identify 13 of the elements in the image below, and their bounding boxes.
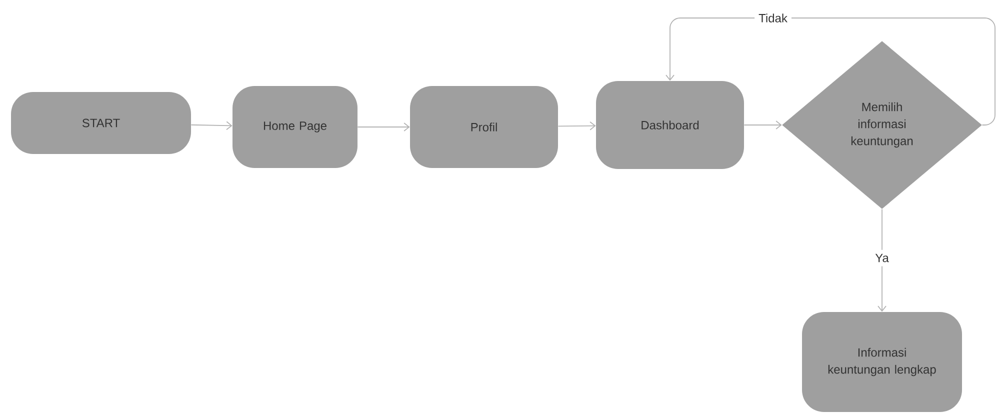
process-box: Profil [410, 86, 558, 168]
process-box: START [11, 92, 191, 154]
arrow [190, 121, 232, 130]
process-box: Informasi keuntungan lengkap [802, 312, 962, 412]
arrow [558, 121, 596, 130]
process-box: Home Page [232, 86, 358, 168]
arrow [357, 122, 410, 132]
edge-label: Tidak [754, 10, 792, 26]
arrow [666, 18, 996, 126]
arrow [744, 120, 782, 130]
process-box: Dashboard [596, 81, 744, 169]
edge-label: Ya [871, 250, 893, 266]
arrow [878, 208, 886, 312]
